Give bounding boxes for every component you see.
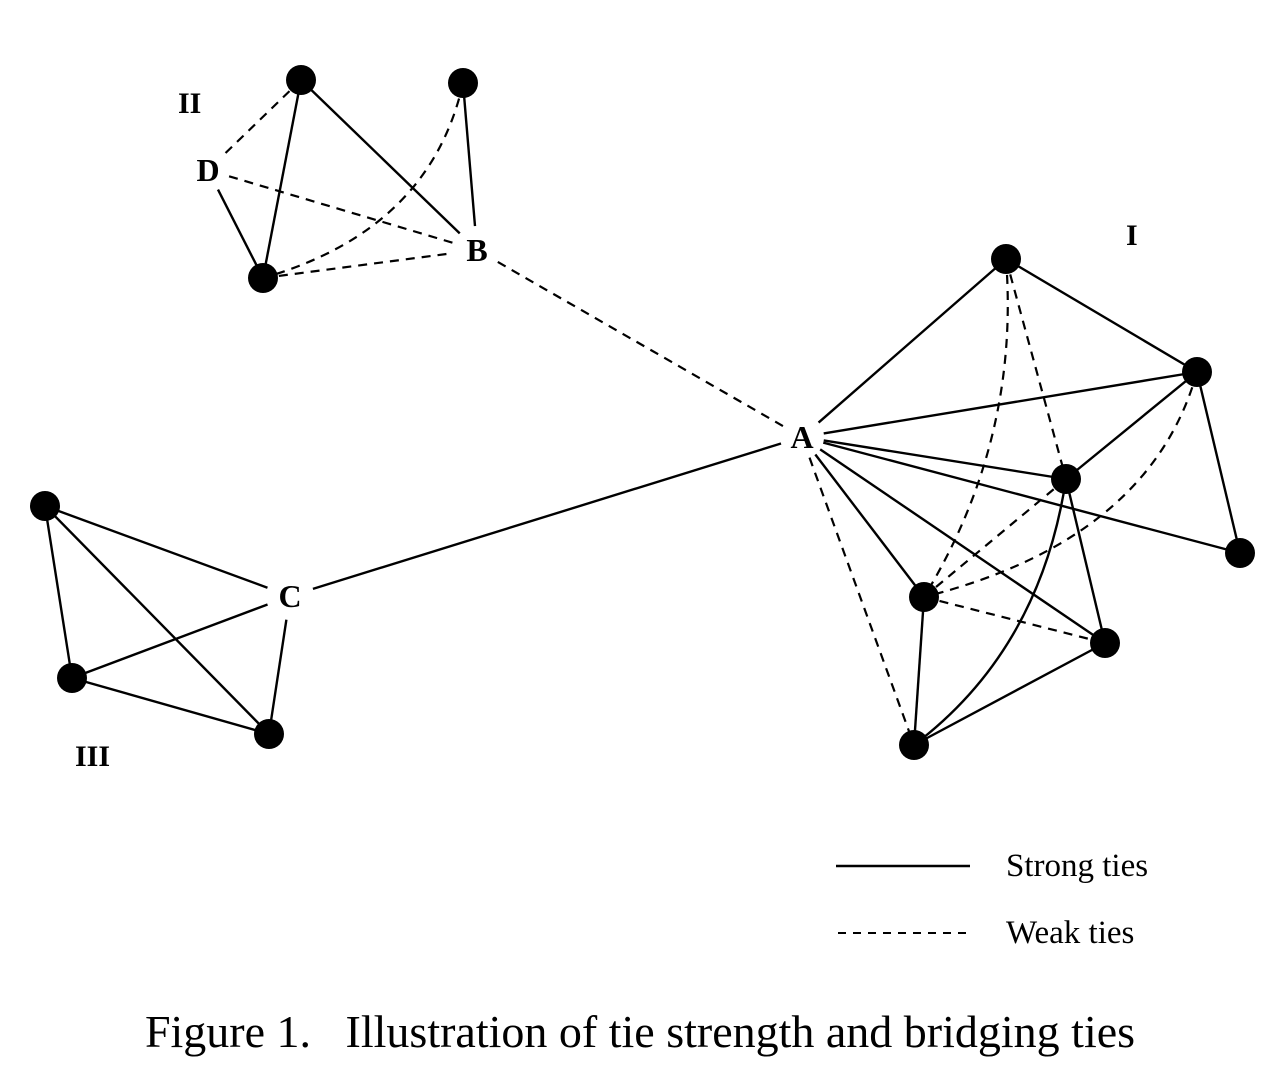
legend-strong-label: Strong ties bbox=[1006, 848, 1148, 884]
edge-weak-b-a bbox=[497, 261, 784, 427]
legend-weak-label: Weak ties bbox=[1006, 915, 1134, 951]
cluster-label-III: III bbox=[75, 740, 110, 773]
legend: Strong ties Weak ties bbox=[836, 848, 1148, 951]
edge-strong-a-c bbox=[312, 442, 782, 591]
edge-weak-i-midleft-i-lowright bbox=[923, 595, 1106, 645]
edge-strong-iii-mid-iii-bottom bbox=[71, 676, 270, 736]
node-label-b: B bbox=[466, 232, 487, 268]
node-label-d: D bbox=[196, 152, 219, 188]
edge-strong-i-midleft-i-bottom bbox=[912, 596, 926, 746]
edge-weak-ii-topright-ii-bottom bbox=[262, 82, 465, 280]
edges-layer bbox=[43, 79, 1242, 747]
edge-strong-a-i-top bbox=[817, 258, 1007, 424]
edge-strong-c-iii-top bbox=[44, 504, 268, 589]
edge-strong-i-right-i-center bbox=[1065, 371, 1198, 480]
labels-layer: A B C D bbox=[196, 152, 813, 614]
cluster-label-I: I bbox=[1126, 219, 1138, 252]
edge-strong-i-center-i-lowright bbox=[1064, 478, 1107, 644]
edge-strong-i-center-i-bottom bbox=[913, 478, 1068, 746]
edge-weak-i-center-i-midleft bbox=[923, 478, 1067, 598]
edge-weak-i-top-i-midleft bbox=[923, 258, 1009, 598]
edge-weak-i-top-i-center bbox=[1004, 258, 1068, 480]
edge-strong-a-i-farright bbox=[822, 441, 1241, 555]
edge-weak-a-i-bottom bbox=[808, 457, 916, 746]
node-i-farright bbox=[1225, 538, 1255, 568]
nodes-layer bbox=[30, 65, 1255, 760]
edge-weak-i-right-i-midleft bbox=[923, 371, 1199, 599]
cluster-label-II: II bbox=[178, 87, 201, 120]
edge-strong-i-right-i-farright bbox=[1195, 371, 1242, 554]
edge-strong-a-i-center bbox=[823, 439, 1067, 481]
edge-strong-c-iii-bottom bbox=[267, 619, 288, 735]
edge-strong-ii-top-b bbox=[300, 79, 461, 235]
node-i-midleft bbox=[909, 582, 939, 612]
edge-strong-ii-top-ii-bottom bbox=[261, 79, 303, 279]
node-i-right bbox=[1182, 357, 1212, 387]
edge-weak-ii-bottom-b bbox=[262, 252, 454, 280]
tie-strength-network-diagram: A B C D II I III Strong ties Weak ties bbox=[30, 65, 1255, 951]
node-ii-bottom bbox=[248, 263, 278, 293]
node-i-center bbox=[1051, 464, 1081, 494]
edge-weak-ii-top-d bbox=[223, 79, 302, 156]
edge-strong-ii-topright-b bbox=[461, 82, 477, 227]
edge-strong-a-i-lowright bbox=[819, 448, 1106, 644]
figure-caption: Figure 1. Illustration of tie strength a… bbox=[144, 1006, 1136, 1057]
node-iii-bottom bbox=[254, 719, 284, 749]
node-iii-top bbox=[30, 491, 60, 521]
edge-strong-i-lowright-i-bottom bbox=[913, 641, 1106, 747]
edge-strong-iii-top-iii-bottom bbox=[44, 505, 270, 735]
node-label-c: C bbox=[278, 578, 301, 614]
node-iii-mid bbox=[57, 663, 87, 693]
edge-strong-c-iii-mid bbox=[71, 603, 268, 680]
edge-strong-a-i-right bbox=[823, 370, 1198, 435]
node-i-bottom bbox=[899, 730, 929, 760]
node-label-a: A bbox=[790, 419, 813, 455]
edge-strong-a-i-midleft bbox=[814, 453, 925, 598]
edge-strong-d-ii-bottom bbox=[216, 189, 265, 279]
node-ii-topright bbox=[448, 68, 478, 98]
node-i-lowright bbox=[1090, 628, 1120, 658]
node-ii-top bbox=[286, 65, 316, 95]
edge-strong-iii-top-iii-mid bbox=[43, 505, 74, 679]
edge-strong-i-top-i-right bbox=[1005, 257, 1198, 374]
edge-weak-d-b bbox=[228, 175, 455, 245]
node-i-top bbox=[991, 244, 1021, 274]
